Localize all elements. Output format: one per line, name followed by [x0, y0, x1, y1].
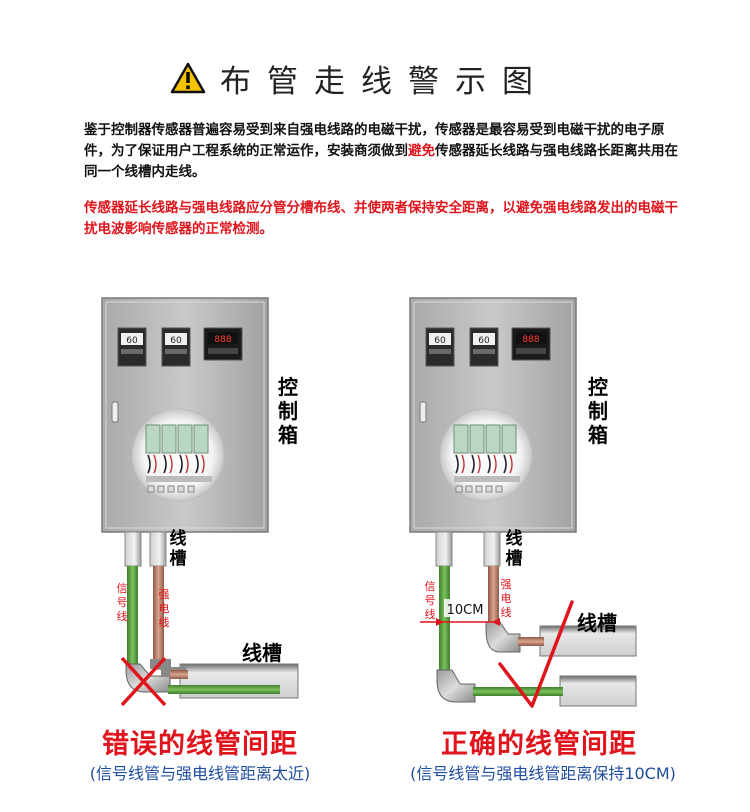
left-power-label-3: 线: [159, 615, 170, 629]
left-trunk-label-top-1: 线: [170, 528, 187, 549]
left-controller-3: 888: [203, 327, 243, 361]
right-trunk-label-side: 线槽: [577, 611, 617, 635]
right-display-1: 60: [434, 336, 446, 346]
left-signal-label-1: 信: [117, 582, 128, 595]
left-inner-view: [131, 408, 225, 502]
intro-highlight: 避免: [408, 143, 435, 159]
right-trunk-label-top-1: 线: [506, 528, 523, 549]
left-trunk-label-side: 线槽: [242, 641, 282, 665]
left-display-3: 888: [214, 335, 231, 345]
page-title: 布管走线警示图: [170, 56, 600, 100]
right-signal-label-3: 线: [425, 607, 436, 621]
distance-label: 10CM: [447, 603, 484, 618]
left-signal-label-2: 号: [117, 596, 128, 609]
right-display-2: 60: [478, 336, 490, 346]
left-panel: 60 60 888: [101, 297, 299, 707]
check-mark-icon: [498, 600, 574, 708]
distance-indicator: 10CM: [420, 599, 500, 626]
left-cabinet-label-1: 控: [278, 375, 298, 399]
right-power-label-1: 强: [501, 578, 512, 591]
right-signal-pipe-horizontal: [473, 687, 563, 696]
left-display-1: 60: [126, 336, 138, 346]
left-control-cabinet: 60 60 888: [101, 297, 269, 533]
left-signal-label-3: 线: [117, 609, 128, 623]
right-trunk-stub-1: [435, 531, 453, 567]
left-power-label-1: 强: [159, 588, 170, 601]
right-signal-label-2: 号: [425, 594, 436, 607]
cross-mark-icon: [120, 656, 167, 707]
warning-triangle-icon: [170, 62, 206, 94]
right-controller-2: 60: [469, 327, 499, 367]
wiring-diagram: 60 60 888: [101, 297, 637, 708]
left-signal-pipe-horizontal: [168, 685, 280, 694]
left-cabinet-label-3: 箱: [278, 423, 298, 447]
notice-paragraph: 传感器延长线路与强电线路应分管分槽布线、并使两者保持安全距离，以避免强电线路发出…: [84, 200, 678, 237]
left-cabinet-label-2: 制: [278, 399, 298, 423]
right-controller-1: 60: [425, 327, 455, 367]
right-subcaption: (信号线管与强电线管距离保持10CM): [410, 764, 676, 783]
right-panel: 60 60 888: [409, 297, 637, 708]
right-cabinet-label-3: 箱: [588, 423, 608, 447]
right-trunk-label-top-2: 槽: [506, 548, 523, 569]
right-control-cabinet: 60 60 888: [409, 297, 577, 533]
intro-text-2: 传感器延长线路与强电线路长距离共用在同一个线槽内走线。: [84, 143, 678, 180]
right-trunk-stub-2: [483, 531, 501, 567]
right-lower-trunk: [559, 675, 637, 707]
left-display-2: 60: [170, 336, 182, 346]
left-power-label-2: 电: [159, 602, 170, 615]
right-cabinet-label-1: 控: [588, 375, 608, 399]
right-display-3: 888: [522, 335, 539, 345]
right-cabinet-label-2: 制: [588, 399, 608, 423]
right-power-pipe: [488, 566, 499, 632]
left-controller-1: 60: [117, 327, 147, 367]
left-caption: 错误的线管间距: [102, 729, 298, 760]
left-power-pipe: [153, 566, 164, 670]
left-trunk-stub-2: [149, 531, 167, 567]
left-trunk-label-top-2: 槽: [170, 548, 187, 569]
right-power-pipe-horizontal: [518, 637, 544, 646]
right-signal-label-1: 信: [425, 580, 436, 593]
left-trunk-stub-1: [124, 531, 142, 567]
right-caption: 正确的线管间距: [441, 729, 637, 760]
right-power-label-3: 线: [501, 605, 512, 619]
intro-text-1: 鉴于控制器传感器普遍容易受到来自强电线路的电磁干扰，传感器是最容易受到电磁干扰的…: [84, 122, 665, 159]
left-signal-pipe: [127, 566, 138, 670]
left-controller-2: 60: [161, 327, 191, 367]
left-subcaption: (信号线管与强电线管距离太近): [89, 764, 311, 783]
right-power-label-2: 电: [501, 592, 512, 605]
intro-paragraph: 鉴于控制器传感器普遍容易受到来自强电线路的电磁干扰，传感器是最容易受到电磁干扰的…: [84, 120, 684, 183]
right-controller-3: 888: [511, 327, 551, 361]
title-text: 布管走线警示图: [220, 63, 549, 100]
right-inner-view: [439, 408, 533, 502]
